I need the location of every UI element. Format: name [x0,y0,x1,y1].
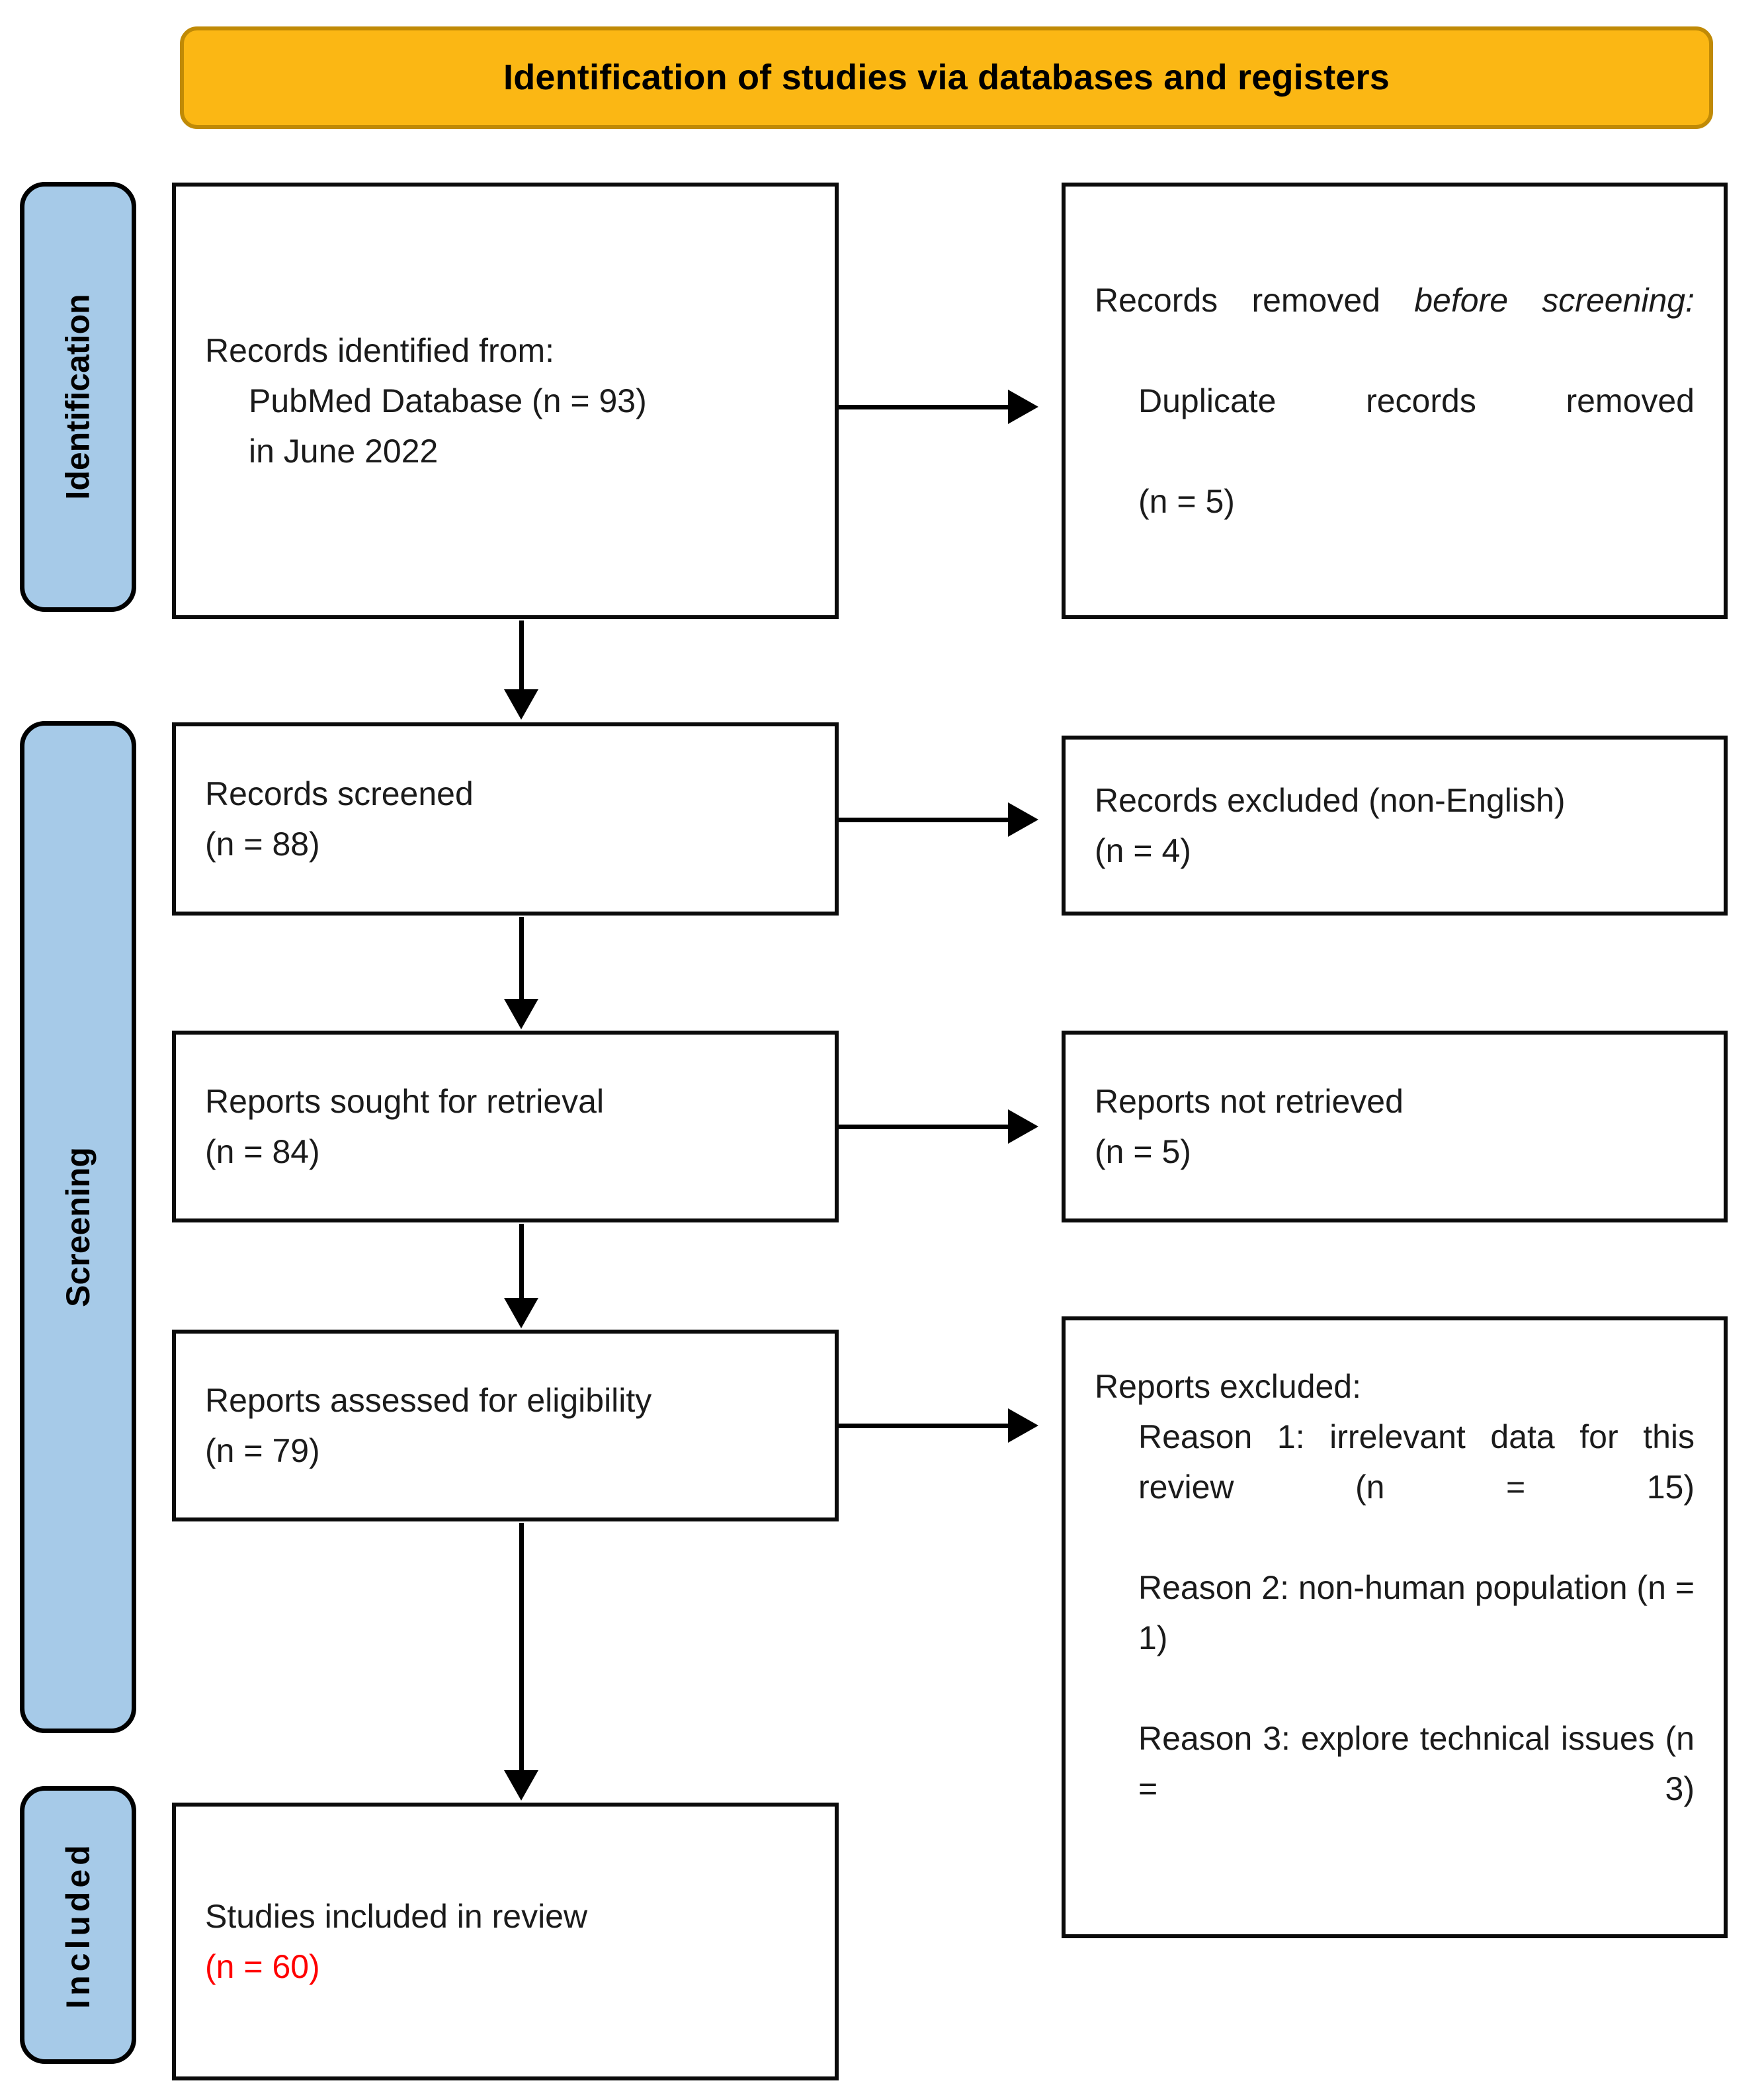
reports-excluded-line-1: Reports excluded: [1095,1368,1362,1405]
diagram-banner: Identification of studies via databases … [180,26,1713,129]
records-screened-line-2: (n = 88) [205,826,320,863]
box-studies-included: Studies included in review (n = 60) [172,1803,839,2080]
stage-screening: Screening [20,721,136,1733]
arrow-assessed-to-excluded [839,1408,1038,1443]
stage-label-included: Included [60,1841,97,2009]
arrow-sought-to-not-retrieved [839,1109,1038,1144]
reports-not-retrieved-line-1: Reports not retrieved [1095,1083,1404,1120]
box-records-excluded: Records excluded (non-English) (n = 4) [1062,736,1728,916]
records-identified-line-1: Records identified from: [205,332,555,369]
records-removed-prefix: Records removed [1095,282,1415,319]
records-identified-line-2: PubMed Database (n = 93) [249,382,647,419]
records-screened-line-1: Records screened [205,775,474,812]
box-records-identified: Records identified from: PubMed Database… [172,183,839,619]
arrow-sought-to-assessed [503,1224,539,1328]
box-reports-sought: Reports sought for retrieval (n = 84) [172,1031,839,1222]
studies-included-line-1: Studies included in review [205,1898,588,1935]
studies-included-count: (n = 60) [205,1948,320,1985]
records-excluded-line-2: (n = 4) [1095,832,1191,869]
records-removed-line-1: Records removed before screening: [1095,275,1695,376]
records-identified-line-3: in June 2022 [249,433,439,470]
reports-sought-line-2: (n = 84) [205,1133,320,1170]
box-records-screened: Records screened (n = 88) [172,722,839,916]
stage-included: Included [20,1786,136,2064]
arrow-identified-to-removed [839,389,1038,425]
arrow-identified-to-screened [503,620,539,720]
arrow-screened-to-sought [503,917,539,1029]
reports-not-retrieved-line-2: (n = 5) [1095,1133,1191,1170]
box-reports-assessed: Reports assessed for eligibility (n = 79… [172,1330,839,1521]
reports-excluded-reason-1: Reason 1: irrelevant data for this revie… [1138,1418,1704,1506]
box-reports-excluded: Reports excluded: Reason 1: irrelevant d… [1062,1316,1728,1938]
records-removed-suffix: : [1685,282,1695,319]
banner-title: Identification of studies via databases … [503,57,1390,97]
stage-label-identification: Identification [60,294,97,500]
arrow-assessed-to-included [503,1523,539,1801]
box-reports-not-retrieved: Reports not retrieved (n = 5) [1062,1031,1728,1222]
arrow-screened-to-excluded [839,802,1038,837]
stage-label-screening: Screening [60,1147,97,1307]
records-removed-italic: before screening [1414,282,1686,319]
reports-excluded-reason-2: Reason 2: non-human population (n = 1) [1138,1569,1704,1656]
reports-assessed-line-1: Reports assessed for eligibility [205,1382,652,1419]
reports-excluded-reason-3: Reason 3: explore technical issues (n = … [1138,1720,1704,1807]
records-removed-line-3: (n = 5) [1138,483,1235,520]
reports-sought-line-1: Reports sought for retrieval [205,1083,605,1120]
stage-identification: Identification [20,182,136,612]
box-records-removed: Records removed before screening: Duplic… [1062,183,1728,619]
records-removed-line-2: Duplicate records removed [1138,382,1695,419]
reports-assessed-line-2: (n = 79) [205,1432,320,1469]
records-excluded-line-1: Records excluded (non-English) [1095,782,1566,819]
